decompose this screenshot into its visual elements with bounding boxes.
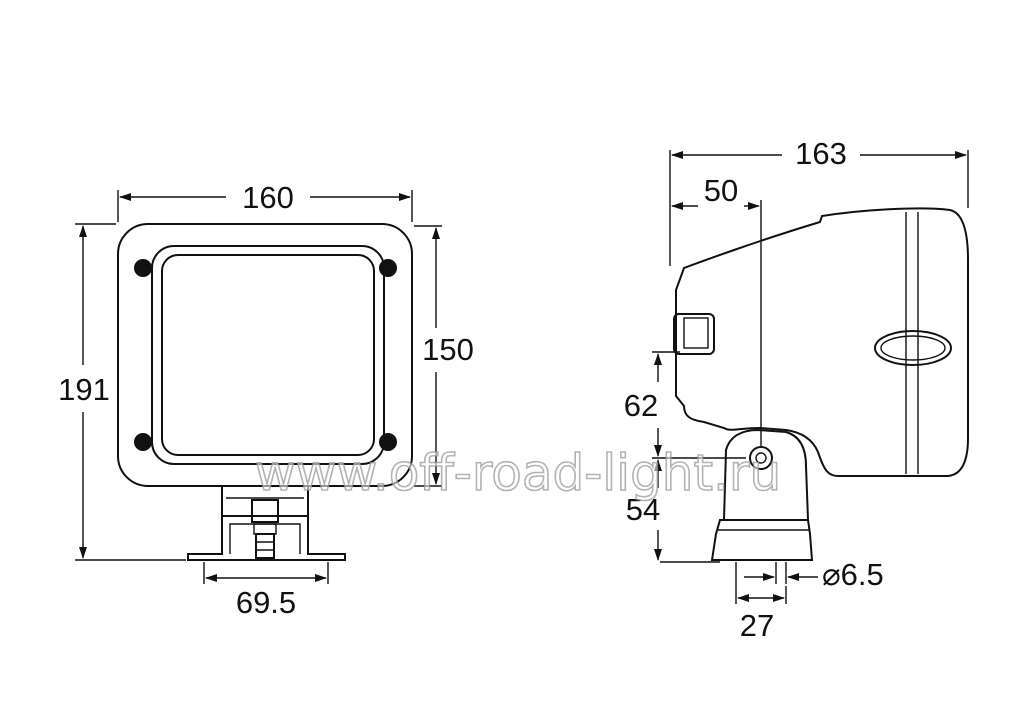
- dim-bolt-diameter: ⌀6.5: [822, 557, 884, 592]
- dim-front-width: 160: [242, 180, 294, 215]
- dim-side-pivot-offset: 50: [704, 173, 738, 208]
- dim-side-height-upper: 62: [624, 388, 658, 423]
- dim-front-inner-height: 150: [422, 332, 474, 367]
- watermark: www.off-road-light.ru: [255, 444, 782, 502]
- pivot-bolt: [749, 446, 773, 470]
- dim-front-height: 191: [58, 372, 110, 407]
- front-lens-frame: [151, 245, 385, 465]
- screw-bottom-left: [134, 433, 152, 451]
- front-bracket: [187, 485, 346, 561]
- dim-bracket-width: 69.5: [236, 585, 296, 620]
- screw-bottom-right: [379, 433, 397, 451]
- dim-side-length: 163: [795, 136, 847, 171]
- front-lens: [161, 254, 375, 456]
- side-view: [652, 150, 969, 604]
- side-oval-emblem: [874, 330, 952, 366]
- dim-base-width: 27: [740, 608, 774, 643]
- dim-side-height-lower: 54: [626, 492, 660, 527]
- bracket-nut: [251, 499, 279, 523]
- side-pivot-bracket: [722, 428, 810, 521]
- front-view: [75, 190, 442, 584]
- screw-top-right: [379, 259, 397, 277]
- side-housing: [675, 207, 969, 477]
- side-base: [710, 519, 814, 561]
- screw-top-left: [134, 259, 152, 277]
- side-connector: [673, 313, 715, 355]
